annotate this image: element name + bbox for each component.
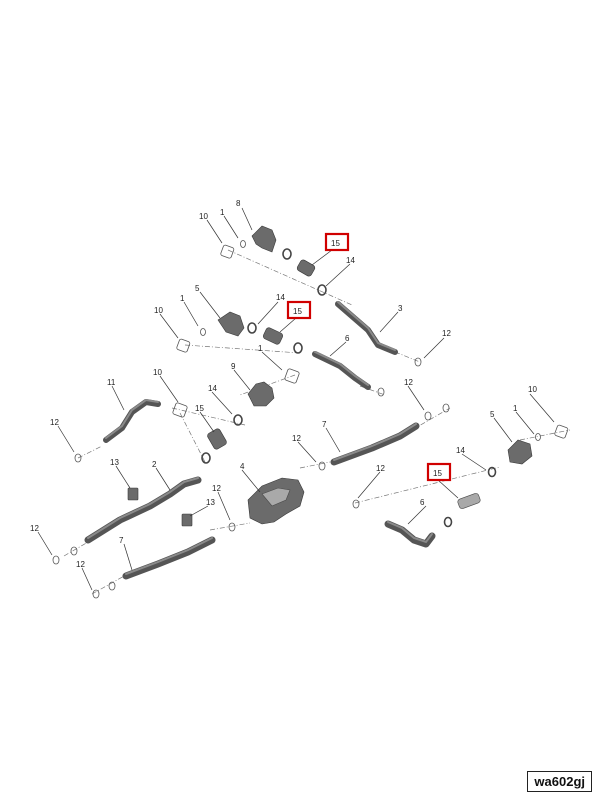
callout-14b: 14 bbox=[276, 293, 285, 302]
oring-12c bbox=[74, 453, 82, 463]
elbow-5-upper bbox=[217, 311, 245, 337]
clamp-14g bbox=[487, 466, 497, 478]
pipe-6-upper bbox=[312, 351, 371, 390]
callout-15b: 15 bbox=[293, 307, 302, 316]
callout-9: 9 bbox=[231, 362, 236, 371]
oring-12b bbox=[377, 387, 385, 397]
callout-3: 3 bbox=[398, 304, 403, 313]
callout-5a: 5 bbox=[195, 284, 200, 293]
oring-12h bbox=[228, 522, 236, 532]
pipe-3 bbox=[335, 301, 398, 355]
callout-15c: 15 bbox=[195, 404, 204, 413]
oring-1b bbox=[200, 328, 206, 336]
clamp-14e bbox=[233, 414, 243, 426]
assembly-axes bbox=[63, 249, 571, 595]
oring-12g bbox=[352, 499, 360, 509]
callout-10b: 10 bbox=[154, 306, 163, 315]
callout-13a: 13 bbox=[110, 458, 119, 467]
callout-5b: 5 bbox=[490, 410, 495, 419]
reference-code-label: wa602gj bbox=[527, 771, 592, 792]
callout-12c: 12 bbox=[292, 434, 301, 443]
callout-4: 4 bbox=[240, 462, 245, 471]
oring-12f bbox=[442, 403, 450, 413]
callouts: 10 1 8 15 14 5 1 10 14 15 3 12 1 6 9 11 … bbox=[30, 199, 537, 569]
clamp-14h bbox=[443, 516, 453, 528]
callout-1b: 1 bbox=[180, 294, 185, 303]
callout-14c: 14 bbox=[208, 384, 217, 393]
oring-12e bbox=[424, 411, 432, 421]
oring-12l bbox=[108, 581, 116, 591]
pipe-6-lower bbox=[384, 520, 436, 548]
callout-12d: 12 bbox=[50, 418, 59, 427]
callout-14a: 14 bbox=[346, 256, 355, 265]
callout-8: 8 bbox=[236, 199, 241, 208]
hose-15-left bbox=[207, 428, 227, 450]
oring-12i bbox=[52, 555, 60, 565]
oring-12a bbox=[414, 357, 422, 367]
gasket-10a bbox=[220, 244, 235, 259]
clamp-14f bbox=[201, 452, 211, 464]
flange-5-right bbox=[507, 439, 533, 465]
oring-12k bbox=[92, 589, 100, 599]
callout-12g: 12 bbox=[30, 524, 39, 533]
callout-7b: 7 bbox=[119, 536, 124, 545]
pipes bbox=[84, 301, 436, 580]
oring-1c bbox=[535, 433, 541, 441]
clamp-14b bbox=[317, 284, 327, 296]
callout-15d: 15 bbox=[433, 469, 442, 478]
callout-6a: 6 bbox=[345, 334, 350, 343]
bracket-13-top bbox=[127, 487, 139, 501]
callout-1a: 1 bbox=[220, 208, 225, 217]
highlight-box-15b bbox=[286, 300, 312, 320]
callout-6b: 6 bbox=[420, 498, 425, 507]
callout-15a: 15 bbox=[331, 239, 340, 248]
oring-12j bbox=[70, 546, 78, 556]
callout-7a: 7 bbox=[322, 420, 327, 429]
small-parts bbox=[52, 240, 569, 599]
callout-11: 11 bbox=[107, 378, 116, 387]
callout-10d: 10 bbox=[528, 385, 537, 394]
clamp-14a bbox=[282, 248, 292, 260]
hose-15-top bbox=[296, 259, 316, 277]
callout-1d: 1 bbox=[513, 404, 518, 413]
gasket-10c bbox=[284, 368, 300, 384]
callout-13b: 13 bbox=[206, 498, 215, 507]
bracket-13-bottom bbox=[181, 513, 193, 527]
callout-12h: 12 bbox=[76, 560, 85, 569]
gasket-10d bbox=[172, 402, 188, 418]
pipe-11 bbox=[103, 399, 161, 443]
callout-12a: 12 bbox=[442, 329, 451, 338]
leader-lines bbox=[37, 207, 555, 591]
clamp-14c bbox=[247, 322, 257, 334]
pipe-2 bbox=[84, 476, 202, 544]
gasket-10e bbox=[554, 424, 569, 439]
parts bbox=[127, 225, 533, 527]
callout-10a: 10 bbox=[199, 212, 208, 221]
pipe-7-upper bbox=[330, 422, 420, 466]
oring-12d bbox=[318, 461, 326, 471]
highlight-box-15d bbox=[426, 462, 452, 482]
pipe-7-lower bbox=[122, 536, 216, 580]
highlight-box-15a bbox=[324, 232, 350, 252]
callout-12f: 12 bbox=[212, 484, 221, 493]
highlight-boxes bbox=[286, 232, 452, 482]
clamp-14d bbox=[293, 342, 303, 354]
elbow-9 bbox=[247, 381, 275, 407]
callout-12b: 12 bbox=[404, 378, 413, 387]
callout-2: 2 bbox=[152, 460, 157, 469]
hose-15-right bbox=[457, 493, 481, 509]
callout-14d: 14 bbox=[456, 446, 465, 455]
gasket-10b bbox=[176, 338, 191, 353]
oring-1a bbox=[240, 240, 246, 248]
callout-12e: 12 bbox=[376, 464, 385, 473]
elbow-8 bbox=[251, 225, 277, 253]
hose-15-mid bbox=[262, 327, 284, 345]
callout-10c: 10 bbox=[153, 368, 162, 377]
callout-1c: 1 bbox=[258, 344, 263, 353]
